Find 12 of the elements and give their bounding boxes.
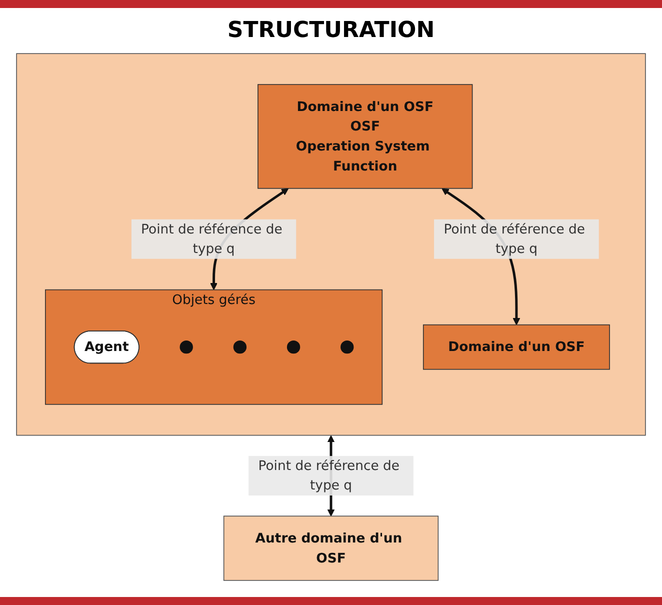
node-circle <box>340 340 354 354</box>
node-box: Domaine d'un OSF OSF Operation System Function <box>258 84 473 189</box>
node-circle <box>286 340 300 354</box>
cluster <box>16 53 646 436</box>
node-box: Autre domaine d'un OSF <box>223 516 439 581</box>
node-circle <box>233 340 247 354</box>
title: STRUCTURATION <box>227 18 435 43</box>
node-circle <box>180 340 193 354</box>
edge-label: Point de référence de type q <box>444 220 586 256</box>
node-box: Domaine d'un OSF <box>422 324 610 370</box>
edge-label: Point de référence de type q <box>141 220 282 256</box>
edge-label: Point de référence de type q <box>258 458 400 494</box>
